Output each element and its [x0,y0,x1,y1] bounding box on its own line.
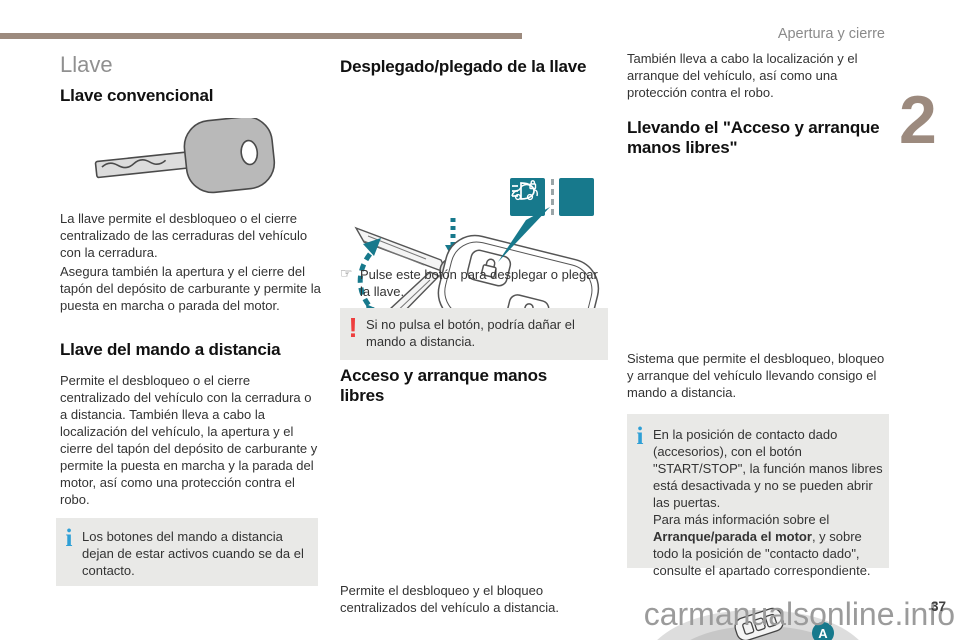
page-title: Llave [60,52,113,77]
keyless-text: Permite el desbloqueo y el bloqueo centr… [340,583,559,615]
keyless-zone-illustration: A A A [657,607,859,640]
remote-key-note-text: Los botones del mando a distancia dejan … [82,529,304,578]
folding-key-instruction: ☞ Pulse este botón para desplegar o pleg… [340,266,608,300]
icon-separator [545,178,559,216]
heading-conventional-key: Llave convencional [60,86,214,105]
keyless-note-line2: Para más información sobre el Arranque/p… [653,511,883,579]
remote-function-icons [510,178,594,216]
keyless-note-text: En la posición de contacto dado (accesor… [653,426,889,579]
car-lock-icon [511,178,594,216]
folding-key-warning-text: Si no pulsa el botón, podría dañar el ma… [366,317,575,349]
heading-keyless: Acceso y arranque manos libres [340,366,548,405]
keyless-note: i En la posición de contacto dado (acces… [627,414,889,578]
folding-key-warning: ! Si no pulsa el botón, podría dañar el … [340,308,608,360]
keyless-note-line1: En la posición de contacto dado (accesor… [653,427,883,510]
heading-folding-key: Desplegado/plegado de la llave [340,57,587,76]
info-icon: i [636,423,644,450]
zone-badge-a: A [818,626,828,640]
heading-carrying-keyless: Llevando el "Acceso y arranque manos lib… [627,118,880,157]
keyless-zone-text: Sistema que permite el desbloqueo, bloqu… [627,351,885,400]
conventional-key-text-2: Asegura también la apertura y el cierre … [60,264,321,313]
chapter-number: 2 [899,82,937,158]
conventional-key-text-1: La llave permite el desbloqueo o el cier… [60,211,308,260]
note-line2-suffix: , y sobre todo la posición de "contacto … [653,529,871,578]
header-rule [0,33,522,39]
page-number: 37 [930,599,946,614]
folding-key-instruction-text: Pulse este botón para desplegar o plegar… [360,267,598,299]
info-icon: i [65,525,73,552]
section-header: Apertura y cierre [777,26,885,42]
note-line2-prefix: Para más información sobre el [653,512,830,527]
watermark: carmanualsonline.info [643,596,955,632]
remote-extra-text: También lleva a cabo la localización y e… [627,51,858,100]
heading-remote-key: Llave del mando a distancia [60,340,281,359]
remote-key-text: Permite el desbloqueo o el cierre centra… [60,373,318,507]
warning-icon: ! [348,312,358,343]
pointer-hand-icon: ☞ [340,266,353,282]
note-line2-bold: Arranque/parada el motor [653,529,812,544]
keyless-zone-figure: A A A [627,604,885,640]
conventional-key-illustration [94,118,276,194]
conventional-key-figure [60,118,318,208]
remote-key-note: i Los botones del mando a distancia deja… [56,518,318,586]
